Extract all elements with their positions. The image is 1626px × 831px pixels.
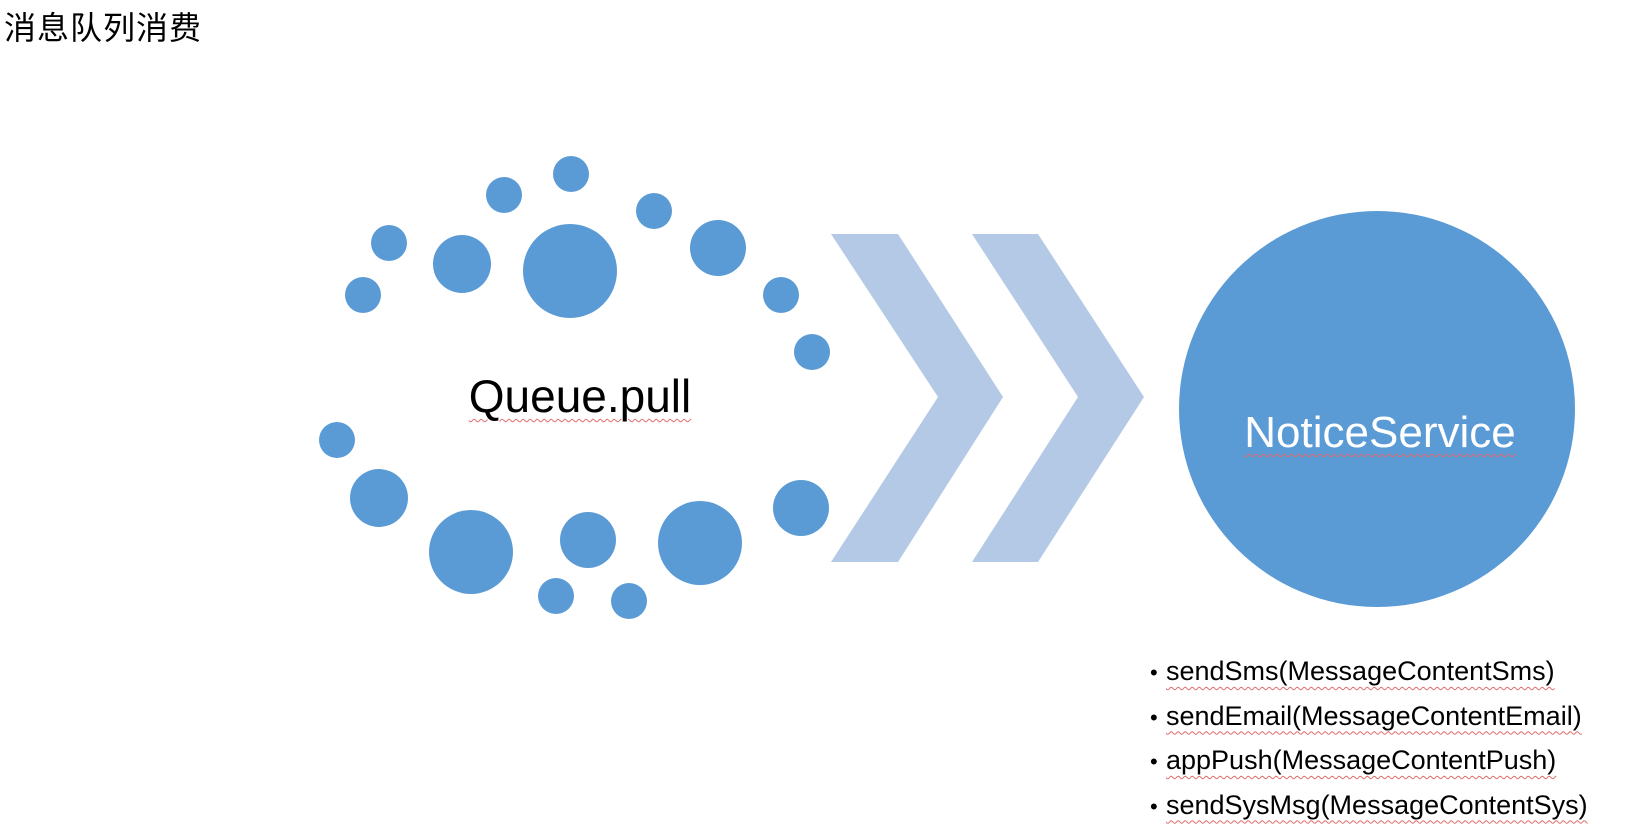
method-item: • appPush(MessageContentPush) — [1150, 739, 1588, 784]
method-text: sendEmail(MessageContentEmail) — [1166, 700, 1582, 731]
queue-dot — [658, 501, 742, 585]
method-item: • sendSysMsg(MessageContentSys) — [1150, 784, 1588, 829]
queue-dot — [319, 422, 355, 458]
method-text: sendSysMsg(MessageContentSys) — [1166, 789, 1588, 820]
bullet-icon: • — [1150, 704, 1158, 730]
notice-service-circle — [1179, 211, 1575, 607]
queue-dot — [690, 220, 746, 276]
method-text: appPush(MessageContentPush) — [1166, 745, 1557, 775]
queue-dot — [611, 583, 647, 619]
method-item: • sendEmail(MessageContentEmail) — [1150, 695, 1588, 740]
queue-dot — [371, 225, 407, 261]
queue-dot — [523, 224, 617, 318]
page-title: 消息队列消费 — [4, 9, 203, 47]
service-label-text: NoticeService — [1244, 408, 1516, 457]
service-label: NoticeService — [1180, 406, 1580, 460]
chevron-arrow-icon — [972, 234, 1144, 562]
queue-dot — [794, 334, 830, 370]
queue-dot — [486, 177, 522, 213]
queue-dot — [773, 480, 829, 536]
method-list: • sendSms(MessageContentSms) • sendEmail(M… — [1150, 650, 1588, 828]
queue-dot — [538, 578, 574, 614]
queue-dot — [553, 156, 589, 192]
queue-dot — [350, 469, 408, 527]
queue-label: Queue.pull — [430, 368, 730, 424]
queue-dot — [429, 510, 513, 594]
queue-dot — [636, 193, 672, 229]
method-text: sendSms(MessageContentSms) — [1166, 656, 1555, 686]
flow-chevrons — [831, 234, 1144, 562]
method-item: • sendSms(MessageContentSms) — [1150, 650, 1588, 695]
bullet-icon: • — [1150, 660, 1158, 685]
chevron-arrow-icon — [831, 234, 1003, 562]
queue-dot — [763, 277, 799, 313]
bullet-icon: • — [1150, 749, 1158, 774]
queue-dot-ring — [319, 156, 830, 619]
queue-dot — [345, 277, 381, 313]
queue-dot — [433, 235, 491, 293]
queue-dot — [560, 512, 616, 568]
bullet-icon: • — [1150, 793, 1158, 819]
queue-label-text: Queue.pull — [468, 370, 692, 422]
